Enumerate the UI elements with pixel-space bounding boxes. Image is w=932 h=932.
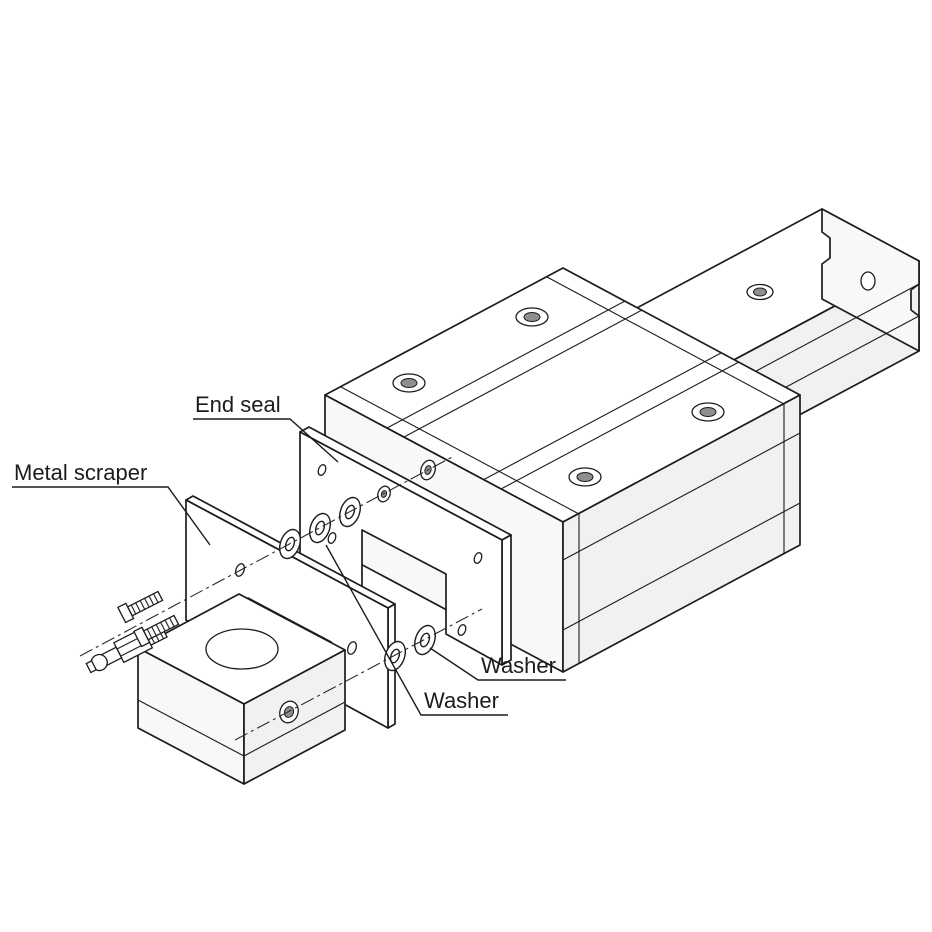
rail-end-hole	[860, 271, 876, 291]
end-seal-screw-hole	[317, 464, 327, 476]
upper-assembly-axis	[79, 455, 455, 657]
screw-shaft	[126, 590, 164, 617]
lower-assembly-axis	[234, 608, 483, 741]
end-seal-right-edge	[501, 534, 512, 666]
center-axes	[79, 455, 483, 741]
nipple-tip-flat	[85, 659, 98, 674]
block-ridge-line	[403, 309, 643, 438]
callouts: End seal Metal scraper Washer Washer	[12, 392, 566, 716]
washer-hole	[314, 520, 326, 536]
adapter-socket-screw	[279, 700, 299, 724]
mounting-hole-bore	[400, 378, 418, 388]
washer-lower-label: Washer	[424, 688, 499, 713]
mounting-hole-bore	[523, 312, 541, 322]
washer-lower-leader	[325, 544, 508, 716]
lube-adapter-block	[137, 593, 346, 785]
adapter-step-line	[243, 701, 346, 757]
block-ridge-line	[482, 352, 722, 481]
rail-groove-line	[729, 283, 920, 386]
screw-threads	[146, 617, 175, 639]
screw	[116, 590, 164, 624]
block-side-line	[562, 502, 801, 631]
end-seal-screw-hole	[473, 552, 483, 564]
rail-mounting-hole-bore	[753, 287, 767, 297]
mounting-hole-bore	[576, 472, 594, 482]
metal-scraper-leader	[12, 486, 211, 546]
metal-scraper-label: Metal scraper	[14, 460, 147, 485]
end-seal-screw-hole	[327, 532, 337, 544]
washer-hole	[419, 632, 431, 648]
washer-hole	[389, 648, 401, 664]
adapter-opening	[205, 628, 279, 670]
end-seal-screw-hole	[457, 624, 467, 636]
washer-upper-label: Washer	[481, 653, 556, 678]
block-mounting-holes	[392, 307, 725, 487]
endcap-seam	[546, 276, 785, 405]
end-seal-leader	[193, 418, 339, 463]
washer-upper-leader	[429, 647, 566, 681]
scraper-bolt-hole	[346, 641, 358, 655]
screw-threads	[130, 593, 159, 615]
screw	[132, 614, 180, 648]
adapter-step-line	[137, 699, 245, 757]
endcap-seam	[340, 386, 580, 515]
mounting-hole-bore	[699, 407, 717, 417]
block-side-line	[562, 432, 801, 561]
mounting-screws	[116, 590, 180, 648]
block-ridge-line	[386, 300, 626, 429]
block-ridge-line	[500, 361, 740, 490]
linear-rail	[632, 208, 920, 453]
end-seal-label: End seal	[195, 392, 281, 417]
screw-shaft	[142, 614, 180, 641]
